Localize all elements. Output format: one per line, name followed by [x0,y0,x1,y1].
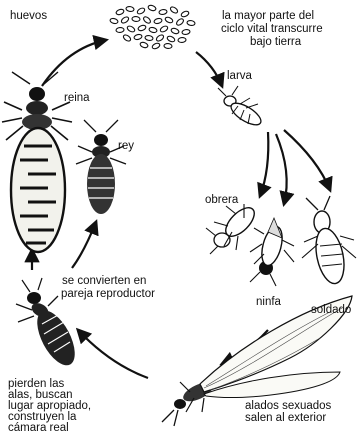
label-reina: reina [64,92,90,104]
worker-termite-figure [206,203,259,254]
label-ninfa: ninfa [256,296,282,308]
arrow-larva-to-ninfa [276,134,287,204]
arrow-larva-to-soldado [284,130,330,190]
label-larva: larva [227,70,253,82]
label-obrera: obrera [205,194,239,206]
arrow-larva-to-obrera [260,132,268,196]
arrow-queen-to-eggs [42,40,106,86]
soldier-termite-figure [302,196,356,286]
label-rey: rey [118,140,134,152]
label-alados-line2: salen al exterior [245,412,326,424]
label-huevos: huevos [10,10,47,22]
queen-termite-figure [2,72,72,252]
label-pareja-line1: se convierten en [62,275,146,287]
king-termite-figure [76,120,126,214]
eggs-cluster [110,4,196,49]
label-soldado: soldado [311,304,351,316]
arrow-eggs-to-larva [196,52,222,86]
label-alados-line1: alados sexuados [245,400,332,412]
nymph-termite-figure [250,218,294,286]
label-pierden-line5: cámara real [8,422,69,431]
label-note-line3: bajo tierra [250,36,302,48]
arrow-pair-to-king [72,222,96,268]
label-note-line1: la mayor parte del [222,10,314,22]
label-note-line2: ciclo vital transcurre [221,23,323,35]
larva-figure [218,86,264,129]
arrow-alados-to-pair [78,330,148,378]
label-pareja-line2: pareja reproductor [61,288,155,300]
